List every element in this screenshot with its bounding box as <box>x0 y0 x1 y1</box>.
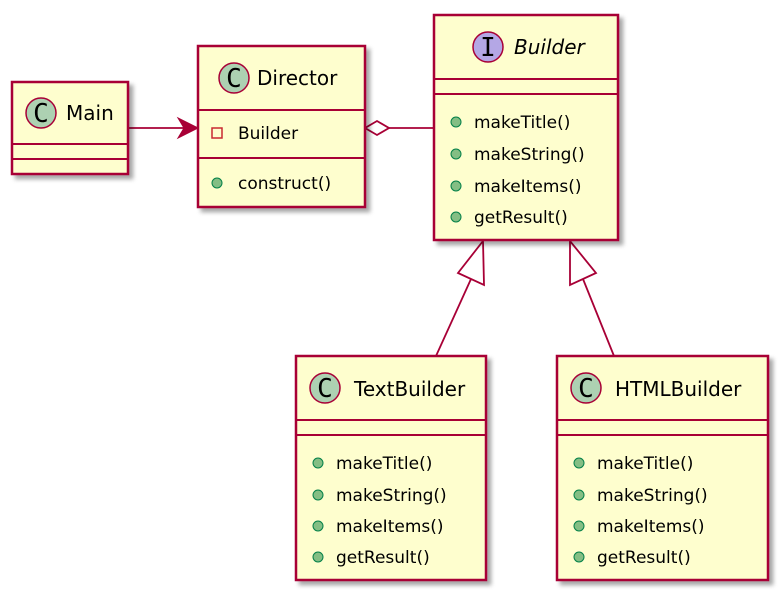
public-visibility-icon <box>573 520 585 532</box>
method-label: makeTitle() <box>474 113 570 133</box>
method-label: getResult() <box>336 548 430 568</box>
method-label: makeTitle() <box>336 454 432 474</box>
method-label: makeItems() <box>597 517 705 537</box>
method-label: makeString() <box>336 486 447 506</box>
relation-textbuilder-builder <box>435 238 485 357</box>
class-name: Main <box>66 101 114 125</box>
method-make-string: makeString() <box>573 486 708 506</box>
method-make-string: makeString() <box>312 486 447 506</box>
class-director-header: C Director <box>218 62 338 94</box>
method-label: makeString() <box>597 486 708 506</box>
method-construct: construct() <box>211 174 331 194</box>
public-visibility-icon <box>312 520 324 532</box>
method-make-items: makeItems() <box>450 177 582 197</box>
class-main-header: C Main <box>25 97 114 129</box>
class-stereotype-icon <box>570 372 602 404</box>
class-name: Director <box>257 66 338 90</box>
public-visibility-icon <box>573 551 585 563</box>
public-visibility-icon <box>450 211 462 223</box>
method-label: construct() <box>238 174 331 194</box>
class-main[interactable] <box>10 80 130 176</box>
relation-main-director <box>128 116 200 140</box>
class-stereotype-letter: C <box>578 374 594 404</box>
interface-name: Builder <box>514 35 587 59</box>
public-visibility-icon <box>573 457 585 469</box>
interface-stereotype-icon <box>472 31 504 63</box>
public-visibility-icon <box>450 180 462 192</box>
method-label: makeItems() <box>336 517 444 537</box>
public-visibility-icon <box>312 489 324 501</box>
attribute-builder: Builder <box>211 124 298 144</box>
class-stereotype-icon <box>218 62 250 94</box>
interface-stereotype-letter: I <box>480 33 496 63</box>
public-visibility-icon <box>450 148 462 160</box>
class-stereotype-letter: C <box>317 374 333 404</box>
method-label: makeString() <box>474 145 585 165</box>
class-stereotype-letter: C <box>33 99 49 129</box>
method-label: getResult() <box>597 548 691 568</box>
method-get-result: getResult() <box>573 548 691 568</box>
public-visibility-icon <box>450 116 462 128</box>
method-get-result: getResult() <box>312 548 430 568</box>
class-stereotype-icon <box>309 372 341 404</box>
public-visibility-icon <box>211 177 223 189</box>
method-make-items: makeItems() <box>573 517 705 537</box>
class-stereotype-icon <box>25 97 57 129</box>
method-get-result: getResult() <box>450 208 568 228</box>
attribute-label: Builder <box>238 124 298 144</box>
relation-director-builder <box>363 119 434 137</box>
class-html-builder-header: C HTMLBuilder <box>570 372 742 404</box>
html-builder-methods: makeTitle() makeString() makeItems() get… <box>573 454 708 568</box>
interface-builder-header: I Builder <box>472 31 587 63</box>
method-make-title: makeTitle() <box>312 454 432 474</box>
public-visibility-icon <box>312 551 324 563</box>
method-label: makeItems() <box>474 177 582 197</box>
class-stereotype-letter: C <box>226 64 242 94</box>
public-visibility-icon <box>312 457 324 469</box>
private-visibility-icon <box>211 127 223 139</box>
text-builder-methods: makeTitle() makeString() makeItems() get… <box>312 454 447 568</box>
method-label: getResult() <box>474 208 568 228</box>
public-visibility-icon <box>573 489 585 501</box>
method-make-title: makeTitle() <box>450 113 570 133</box>
builder-methods: makeTitle() makeString() makeItems() get… <box>450 113 585 228</box>
relation-htmlbuilder-builder <box>569 238 615 357</box>
class-name: HTMLBuilder <box>615 377 742 401</box>
class-text-builder-header: C TextBuilder <box>309 372 466 404</box>
method-make-title: makeTitle() <box>573 454 693 474</box>
method-label: makeTitle() <box>597 454 693 474</box>
interface-builder[interactable] <box>432 13 620 242</box>
method-make-string: makeString() <box>450 145 585 165</box>
class-name: TextBuilder <box>353 377 466 401</box>
method-make-items: makeItems() <box>312 517 444 537</box>
